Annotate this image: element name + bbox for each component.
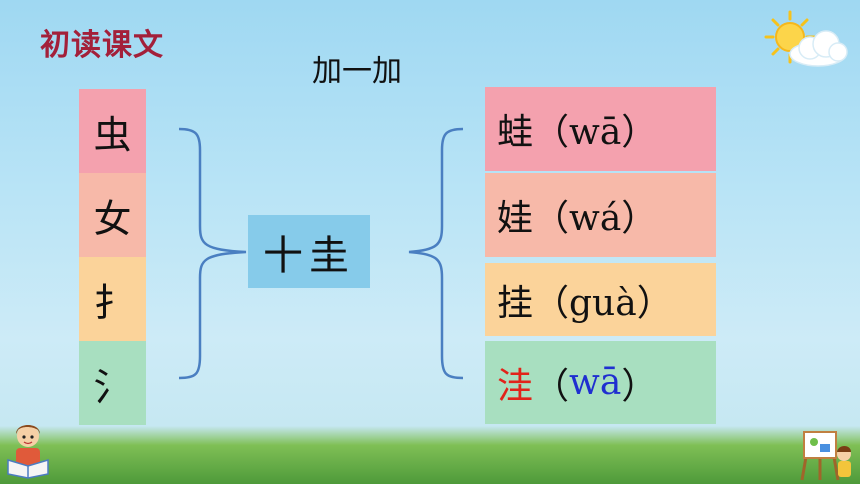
radical-cell: 扌 — [79, 257, 146, 341]
word-char: 娃 — [497, 198, 534, 239]
word-cell: 洼（wā） — [485, 341, 716, 424]
reading-child-icon — [7, 425, 49, 479]
radical-text: 女 — [93, 196, 132, 241]
slide-subtitle: 加一加 — [312, 54, 402, 89]
slide-title: 初读课文 — [40, 28, 164, 63]
component-text: 十圭 — [263, 232, 355, 279]
word-pinyin: （wá） — [533, 198, 658, 239]
word-char: 洼 — [497, 365, 534, 407]
radical-text: 氵 — [93, 364, 132, 409]
word-cell: 挂（guà） — [485, 263, 716, 336]
radical-cell: 女 — [79, 173, 146, 257]
radical-text: 扌 — [93, 280, 132, 325]
word-pinyin: （wā） — [533, 112, 658, 153]
radical-cell: 氵 — [79, 341, 146, 425]
word-cell: 蛙（wā） — [485, 87, 716, 171]
word-pinyin: wā — [569, 362, 622, 403]
word-pinyin: （guà） — [533, 282, 673, 324]
left-brace — [178, 127, 247, 380]
word-char: 挂 — [497, 282, 534, 324]
word-pinyin-close: ） — [621, 365, 658, 407]
word-char: 蛙 — [497, 112, 534, 153]
word-pinyin-open: （ — [533, 365, 570, 407]
radical-cell: 虫 — [79, 89, 146, 173]
radical-column: 虫 女 扌 氵 — [79, 89, 146, 425]
sun-cloud-icon — [764, 10, 848, 67]
radical-text: 虫 — [93, 112, 132, 157]
easel-child-icon — [800, 431, 851, 481]
component-box: 十圭 — [248, 215, 370, 288]
right-brace — [408, 127, 464, 380]
word-cell: 娃（wá） — [485, 173, 716, 257]
